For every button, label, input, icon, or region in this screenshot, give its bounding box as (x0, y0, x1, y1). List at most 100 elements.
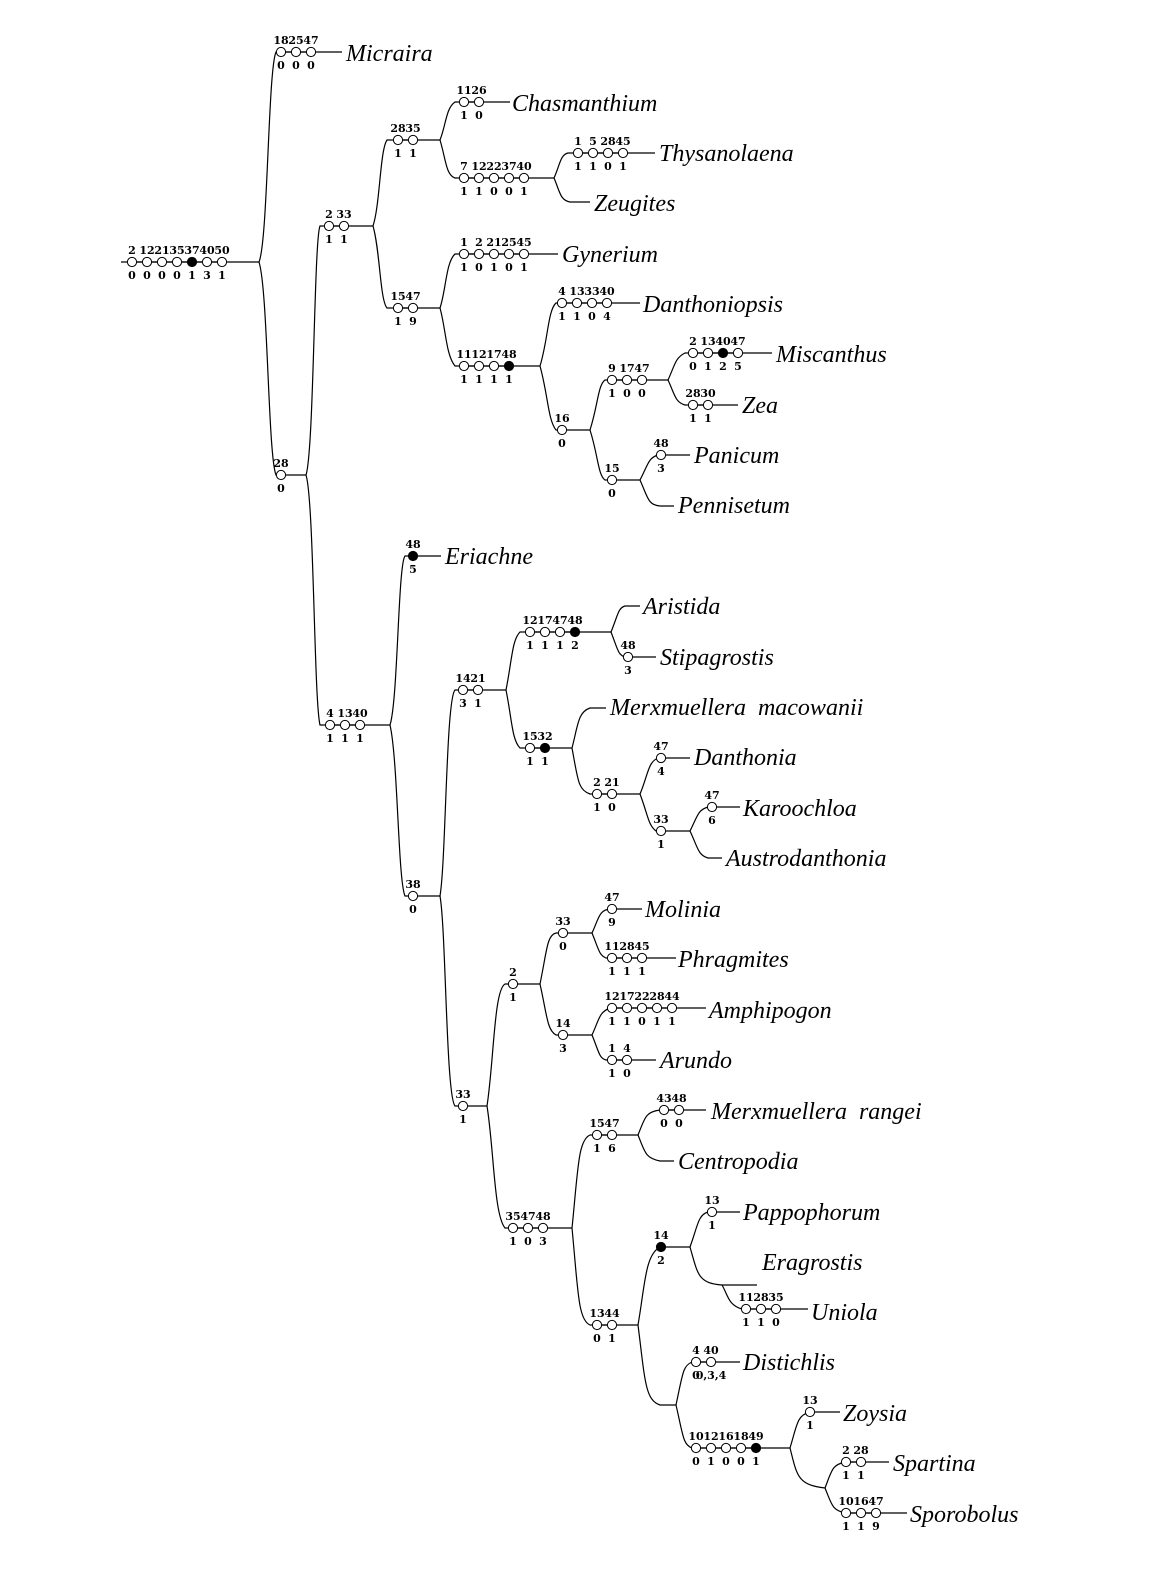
open-state-circle (840, 1507, 852, 1519)
character-number: 45 (634, 940, 649, 953)
character-group-zoysia: 131 (802, 1394, 817, 1432)
open-state-circle (720, 1442, 732, 1454)
character-number: 2 (689, 335, 697, 348)
open-state-circle (571, 297, 583, 309)
open-state-circle (539, 626, 551, 638)
open-state-circle (275, 469, 287, 481)
open-state-circle (606, 474, 618, 486)
taxon-zoysia: Zoysia (843, 1401, 907, 1427)
open-state-circle (156, 256, 168, 268)
open-state-circle (503, 248, 515, 260)
open-state-circle (690, 1356, 702, 1368)
tree-branches (121, 51, 907, 1514)
open-state-circle (617, 147, 629, 159)
character-state: 0 (505, 261, 513, 274)
character-state: 1 (490, 261, 498, 274)
character-state: 1 (520, 261, 528, 274)
character-number: 50 (214, 244, 230, 257)
character-number: 40 (703, 1344, 719, 1357)
character-number: 16 (554, 412, 570, 425)
character-number: 47 (520, 1210, 535, 1223)
character-number: 48 (620, 639, 636, 652)
open-state-circle (458, 248, 470, 260)
open-state-circle (690, 1442, 702, 1454)
character-number: 16 (718, 1430, 734, 1443)
taxon-distichlis: Distichlis (742, 1350, 835, 1376)
tree-branch (539, 932, 592, 985)
character-group-pappophorum: 131 (704, 1194, 719, 1232)
character-state: 1 (409, 147, 417, 160)
character-state: 3 (657, 462, 665, 475)
character-state: 1 (573, 310, 581, 323)
character-state: 0 (409, 903, 417, 916)
character-number: 13 (589, 1307, 604, 1320)
open-state-circle (354, 719, 366, 731)
character-state: 0 (772, 1316, 780, 1329)
tree-branch (591, 1034, 656, 1061)
character-state: 1 (541, 639, 549, 652)
character-state: 1 (474, 697, 482, 710)
character-number: 30 (700, 387, 716, 400)
tree-branch (505, 689, 572, 749)
open-state-circle (606, 1319, 618, 1331)
taxon-austrodanthonia: Austrodanthonia (724, 846, 886, 872)
character-number: 47 (868, 1495, 883, 1508)
open-state-circle (706, 1206, 718, 1218)
open-state-circle (740, 1303, 752, 1315)
character-number: 45 (615, 135, 630, 148)
character-group-danthonia: 474 (653, 740, 668, 778)
character-number: 15 (589, 1117, 604, 1130)
open-state-circle (587, 147, 599, 159)
character-number: 17 (537, 614, 552, 627)
tree-branch (305, 225, 373, 476)
character-state: 0 (722, 1455, 730, 1468)
open-state-circle (804, 1406, 816, 1418)
character-group-n14b: 143 (555, 1017, 571, 1055)
character-number: 1 (574, 135, 582, 148)
character-state: 3 (624, 664, 632, 677)
character-state: 1 (356, 732, 364, 745)
tree-branch (539, 365, 590, 431)
open-state-circle (591, 1319, 603, 1331)
character-number: 1 (460, 236, 468, 249)
character-state: 1 (707, 1455, 715, 1468)
open-state-circle (673, 1104, 685, 1116)
character-number: 12 (139, 244, 154, 257)
open-state-circle (705, 1356, 717, 1368)
character-number: 48 (501, 348, 517, 361)
character-number: 18 (273, 34, 289, 47)
character-group-n38: 380 (405, 878, 421, 916)
character-state: 0 (608, 801, 616, 814)
open-state-circle (621, 952, 633, 964)
tree-branch (389, 555, 441, 726)
character-state: 1 (623, 965, 631, 978)
character-number: 13 (337, 707, 352, 720)
character-number: 45 (516, 236, 531, 249)
open-state-circle (601, 297, 613, 309)
character-state: 0 (559, 940, 567, 953)
open-state-circle (606, 1054, 618, 1066)
character-number: 2 (475, 236, 483, 249)
character-state: 1 (394, 147, 402, 160)
character-state: 6 (708, 814, 716, 827)
character-number: 35 (768, 1291, 783, 1304)
character-state: 0 (692, 1369, 700, 1382)
character-number: 47 (552, 614, 567, 627)
character-state: 9 (409, 315, 417, 328)
character-state: 0 (660, 1117, 668, 1130)
character-state: 1 (857, 1469, 865, 1482)
character-state: 0 (173, 269, 181, 282)
character-state: 1 (593, 1142, 601, 1155)
character-number: 28 (390, 122, 406, 135)
character-state: 0 (689, 360, 697, 373)
open-state-circle (702, 347, 714, 359)
character-group-stipagrostis: 48 3 (620, 639, 636, 677)
character-state: 1 (394, 315, 402, 328)
character-number: 4 (326, 707, 334, 720)
